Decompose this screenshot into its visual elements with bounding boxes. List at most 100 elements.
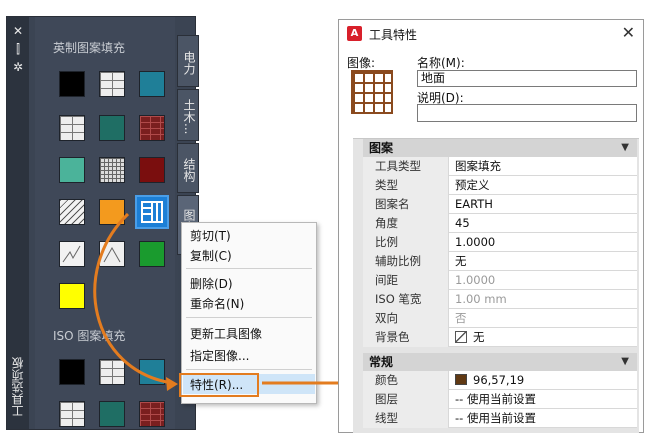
- name-input[interactable]: 地面: [417, 70, 637, 87]
- tab-civil[interactable]: 土木...: [177, 89, 199, 141]
- hatch-solid-yellow[interactable]: [59, 283, 85, 309]
- property-name: 图案名: [363, 195, 449, 214]
- autohide-icon[interactable]: ⫿: [16, 42, 20, 56]
- close-icon[interactable]: ✕: [621, 23, 635, 42]
- hatch-grid[interactable]: [99, 157, 125, 183]
- triangle-pattern-icon: [103, 246, 121, 263]
- iso-hatch-solid-black[interactable]: [59, 359, 85, 385]
- iso-hatch-brick-2[interactable]: [59, 401, 85, 427]
- collapse-icon[interactable]: ▼: [621, 356, 629, 367]
- menu-item-rename[interactable]: 重命名(N): [190, 297, 245, 311]
- property-value[interactable]: 45: [455, 216, 470, 230]
- iso-hatch-darkgreen[interactable]: [99, 401, 125, 427]
- hatch-solid-seagreen[interactable]: [59, 157, 85, 183]
- section-general-header[interactable]: 常规 ▼: [363, 353, 637, 371]
- property-row: 图层-- 使用当前设置: [363, 390, 637, 409]
- gear-icon[interactable]: ✲: [12, 60, 24, 74]
- tab-electrical[interactable]: 电力: [177, 35, 199, 87]
- property-row: 角度 45: [363, 214, 637, 233]
- menu-separator: [186, 317, 312, 318]
- property-name: 辅助比例: [363, 252, 449, 271]
- earth-pattern-icon: [141, 201, 163, 223]
- hatch-brick-white[interactable]: [99, 71, 125, 97]
- property-value[interactable]: EARTH: [455, 197, 493, 211]
- section-pattern-header[interactable]: 图案 ▼: [363, 139, 637, 157]
- tab-structural[interactable]: 结构: [177, 143, 199, 193]
- pattern-preview-image[interactable]: [351, 70, 393, 114]
- hatch-solid-green[interactable]: [139, 241, 165, 267]
- property-row: 比例 1.0000: [363, 233, 637, 252]
- menu-separator: [186, 369, 312, 370]
- image-label: 图像:: [347, 56, 376, 70]
- menu-separator: [186, 268, 312, 269]
- hatch-brick-2[interactable]: [59, 115, 85, 141]
- property-row: 图案名 EARTH: [363, 195, 637, 214]
- context-menu: 剪切(T) 复制(C) 删除(D) 重命名(N) 更新工具图像 指定图像... …: [179, 222, 317, 404]
- close-icon[interactable]: ✕: [12, 24, 24, 38]
- menu-item-copy[interactable]: 复制(C): [190, 249, 232, 263]
- property-row: ISO 笔宽 1.00 mm: [363, 290, 637, 309]
- menu-item-specify-image[interactable]: 指定图像...: [190, 349, 250, 363]
- hatch-diagonal[interactable]: [59, 199, 85, 225]
- property-row: 工具类型图案填充: [363, 157, 637, 176]
- property-value[interactable]: -- 使用当前设置: [455, 411, 536, 425]
- hatch-brick-red[interactable]: [139, 115, 165, 141]
- palette-tabs: 电力 土木... 结构 图案...: [177, 35, 199, 255]
- no-color-icon: [455, 331, 467, 343]
- property-name: 颜色: [363, 371, 449, 390]
- property-value[interactable]: 无: [455, 328, 485, 347]
- property-name: 双向: [363, 309, 449, 328]
- section-title: 常规: [369, 355, 394, 369]
- name-label: 名称(M):: [417, 56, 465, 70]
- property-name: 比例: [363, 233, 449, 252]
- tool-properties-dialog: A 工具特性 ✕ 图像: 名称(M): 地面 说明(D): 图案 ▼ 工具类型图…: [338, 19, 644, 434]
- hatch-solid-orange[interactable]: [99, 199, 125, 225]
- dialog-titlebar: A 工具特性 ✕: [339, 20, 643, 46]
- menu-item-delete[interactable]: 删除(D): [190, 277, 233, 291]
- collapse-icon[interactable]: ▼: [621, 142, 629, 153]
- property-value[interactable]: 预定义: [455, 178, 490, 192]
- group-title-iso: ISO 图案填充: [53, 329, 126, 343]
- iso-hatch-teal[interactable]: [139, 359, 165, 385]
- property-value: 1.0000: [455, 273, 496, 287]
- property-name: 类型: [363, 176, 449, 195]
- menu-item-update-image[interactable]: 更新工具图像: [190, 327, 263, 341]
- property-value[interactable]: 1.0000: [455, 235, 496, 249]
- section-title: 图案: [369, 141, 394, 155]
- menu-item-cut[interactable]: 剪切(T): [190, 229, 231, 243]
- property-name: 背景色: [363, 328, 449, 347]
- property-row: 双向否: [363, 309, 637, 328]
- color-value-text: 96,57,19: [473, 373, 525, 387]
- property-row: 辅助比例无: [363, 252, 637, 271]
- property-value[interactable]: 图案填充: [455, 159, 501, 173]
- property-value[interactable]: 无: [455, 254, 467, 268]
- bg-color-text: 无: [473, 330, 485, 344]
- hatch-earth-selected[interactable]: [135, 195, 169, 229]
- property-value[interactable]: -- 使用当前设置: [455, 392, 536, 406]
- color-swatch: [455, 374, 467, 385]
- dialog-title: 工具特性: [369, 28, 418, 42]
- property-value[interactable]: 96,57,19: [455, 371, 524, 390]
- property-name: ISO 笔宽: [363, 290, 449, 309]
- hatch-earth-white[interactable]: [99, 241, 125, 267]
- sketch-pattern-icon: [62, 245, 81, 263]
- description-input[interactable]: [417, 104, 637, 122]
- hatch-solid-darkgreen[interactable]: [99, 115, 125, 141]
- property-row: 颜色 96,57,19: [363, 371, 637, 390]
- menu-item-properties[interactable]: 特性(R)...: [190, 378, 244, 392]
- menu-highlight: [183, 374, 315, 394]
- property-row: 类型预定义: [363, 176, 637, 195]
- iso-hatch-brick[interactable]: [99, 359, 125, 385]
- hatch-sketch[interactable]: [59, 241, 85, 267]
- hatch-solid-darkred[interactable]: [139, 157, 165, 183]
- iso-hatch-red[interactable]: [139, 401, 165, 427]
- property-name: 角度: [363, 214, 449, 233]
- callout-highlight-box: [179, 373, 259, 397]
- property-value: 1.00 mm: [455, 292, 507, 306]
- hatch-solid-black[interactable]: [59, 71, 85, 97]
- palette-control-strip: ✕ ⫿ ✲ 工具选项板: [7, 17, 29, 429]
- group-title-imperial: 英制图案填充: [53, 41, 126, 55]
- property-name: 线型: [363, 409, 449, 428]
- hatch-solid-teal[interactable]: [139, 71, 165, 97]
